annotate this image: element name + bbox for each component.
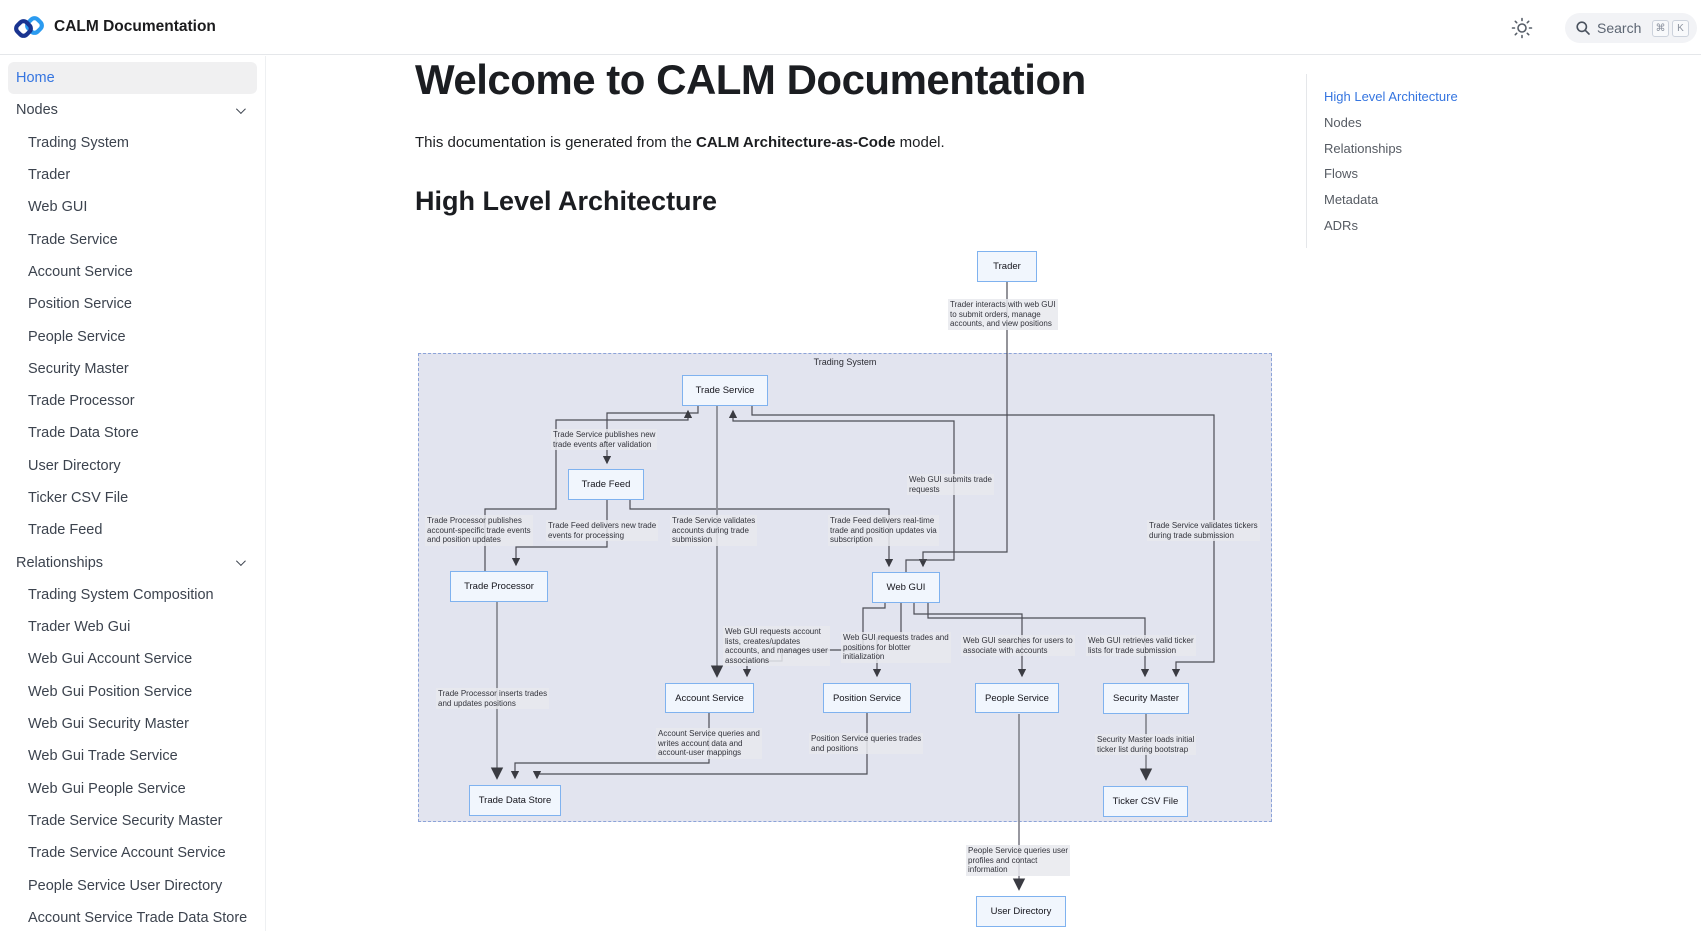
intro-paragraph: This documentation is generated from the… <box>415 134 945 151</box>
edge-label: Trade Processor inserts trades and updat… <box>436 688 550 709</box>
sidebar-item-trade-feed[interactable]: Trade Feed <box>28 522 103 539</box>
diagram-node-ticker-csv-file: Ticker CSV File <box>1103 786 1188 817</box>
sidebar-item-trader-web-gui[interactable]: Trader Web Gui <box>28 619 131 636</box>
sidebar-item-web-gui-account-service[interactable]: Web Gui Account Service <box>28 651 193 668</box>
toc-link-flows[interactable]: Flows <box>1324 166 1358 182</box>
edge-label: Web GUI retrieves valid ticker lists for… <box>1086 635 1196 656</box>
edge-label: Account Service queries and writes accou… <box>656 728 762 759</box>
sidebar-item-user-directory[interactable]: User Directory <box>28 457 121 474</box>
navbar-brand[interactable]: CALM Documentation <box>14 12 216 42</box>
section-title-high-level-architecture: High Level Architecture <box>415 186 718 216</box>
search-button[interactable]: Search ⌘ K <box>1565 13 1697 43</box>
diagram-node-security-master: Security Master <box>1103 683 1189 714</box>
app-title: CALM Documentation <box>54 18 216 35</box>
edge-label: Trader interacts with web GUI to submit … <box>948 299 1058 330</box>
page-title: Welcome to CALM Documentation <box>415 56 1086 103</box>
toc-link-relationships[interactable]: Relationships <box>1324 140 1403 156</box>
sidebar-item-web-gui[interactable]: Web GUI <box>28 199 88 216</box>
sidebar: Home Nodes Trading System Trader Web GUI… <box>0 56 266 931</box>
diagram-node-user-directory: User Directory <box>976 896 1066 927</box>
toc-link-high-level-architecture[interactable]: High Level Architecture <box>1324 89 1458 105</box>
diagram-node-trader: Trader <box>977 251 1037 282</box>
diagram-node-trade-feed: Trade Feed <box>568 469 644 500</box>
sidebar-item-people-service-user-directory[interactable]: People Service User Directory <box>28 877 223 894</box>
intro-bold: CALM Architecture-as-Code <box>696 134 896 151</box>
sidebar-item-trading-system[interactable]: Trading System <box>28 134 129 151</box>
chevron-down-icon[interactable] <box>235 556 246 567</box>
search-label: Search <box>1597 20 1642 36</box>
light-mode-toggle-sun-icon[interactable] <box>1510 16 1534 40</box>
edge-label: Security Master loads initial ticker lis… <box>1095 734 1197 755</box>
edge-label: Web GUI requests account lists, creates/… <box>723 626 830 666</box>
sidebar-item-trade-service-account-service[interactable]: Trade Service Account Service <box>28 845 226 862</box>
search-icon <box>1576 21 1590 35</box>
sidebar-item-home[interactable]: Home <box>8 62 257 95</box>
sidebar-item-ticker-csv-file[interactable]: Ticker CSV File <box>28 490 129 506</box>
sidebar-item-trader[interactable]: Trader <box>28 167 71 184</box>
sidebar-item-web-gui-trade-service[interactable]: Web Gui Trade Service <box>28 748 178 765</box>
sidebar-item-trade-service[interactable]: Trade Service <box>28 231 118 248</box>
sidebar-item-people-service[interactable]: People Service <box>28 328 126 345</box>
toc-link-metadata[interactable]: Metadata <box>1324 192 1379 208</box>
cmd-key: ⌘ <box>1652 19 1669 37</box>
sidebar-item-relationships[interactable]: Relationships <box>0 546 265 578</box>
diagram-node-trade-data-store: Trade Data Store <box>469 785 561 816</box>
sidebar-item-web-gui-position-service[interactable]: Web Gui Position Service <box>28 683 193 700</box>
sidebar-item-account-service[interactable]: Account Service <box>28 263 133 280</box>
toc-link-adrs[interactable]: ADRs <box>1324 217 1358 233</box>
edge-label: Trade Service publishes new trade events… <box>551 429 658 450</box>
edge-label: Web GUI searches for users to associate … <box>961 635 1075 656</box>
sidebar-item-position-service[interactable]: Position Service <box>28 296 132 313</box>
diagram-node-web-gui: Web GUI <box>872 572 940 603</box>
edge-label: Trade Processor publishes account-specif… <box>425 515 533 546</box>
edge-label: Trade Feed delivers new trade events for… <box>546 520 659 541</box>
edge-label: Trade Service validates accounts during … <box>670 515 758 546</box>
diagram-node-trade-service: Trade Service <box>682 375 768 406</box>
sidebar-item-trade-service-security-master[interactable]: Trade Service Security Master <box>28 812 223 829</box>
sidebar-item-security-master[interactable]: Security Master <box>28 360 129 377</box>
diagram-node-position-service: Position Service <box>823 683 911 713</box>
diagram-node-people-service: People Service <box>975 683 1059 713</box>
edge-label: Trade Service validates tickers during t… <box>1147 520 1260 541</box>
sidebar-item-trade-processor[interactable]: Trade Processor <box>28 393 135 410</box>
edge-label: People Service queries user profiles and… <box>966 845 1071 876</box>
edge-label: Web GUI requests trades and positions fo… <box>841 632 951 663</box>
edge-label: Trade Feed delivers real-time trade and … <box>828 515 939 546</box>
k-key: K <box>1672 19 1689 37</box>
trading-system-container-label: Trading System <box>813 357 877 367</box>
edge-label: Web GUI submits trade requests <box>907 474 994 495</box>
table-of-contents: High Level Architecture Nodes Relationsh… <box>1306 74 1516 249</box>
sidebar-item-trading-system-composition[interactable]: Trading System Composition <box>28 586 214 603</box>
chevron-down-icon[interactable] <box>235 104 246 114</box>
diagram-node-trade-processor: Trade Processor <box>450 571 548 602</box>
sidebar-item-web-gui-people-service[interactable]: Web Gui People Service <box>28 780 186 797</box>
toc-link-nodes[interactable]: Nodes <box>1324 115 1362 131</box>
edge-label: Position Service queries trades and posi… <box>809 733 924 754</box>
calm-logo-icon <box>14 16 44 38</box>
sidebar-item-account-service-trade-data-store[interactable]: Account Service Trade Data Store <box>28 909 248 926</box>
sidebar-item-nodes[interactable]: Nodes <box>0 94 265 126</box>
diagram-node-account-service: Account Service <box>665 683 754 713</box>
sidebar-item-web-gui-security-master[interactable]: Web Gui Security Master <box>28 716 189 733</box>
sidebar-item-trade-data-store[interactable]: Trade Data Store <box>28 425 139 442</box>
navbar: CALM Documentation Search ⌘ K <box>0 0 1701 55</box>
